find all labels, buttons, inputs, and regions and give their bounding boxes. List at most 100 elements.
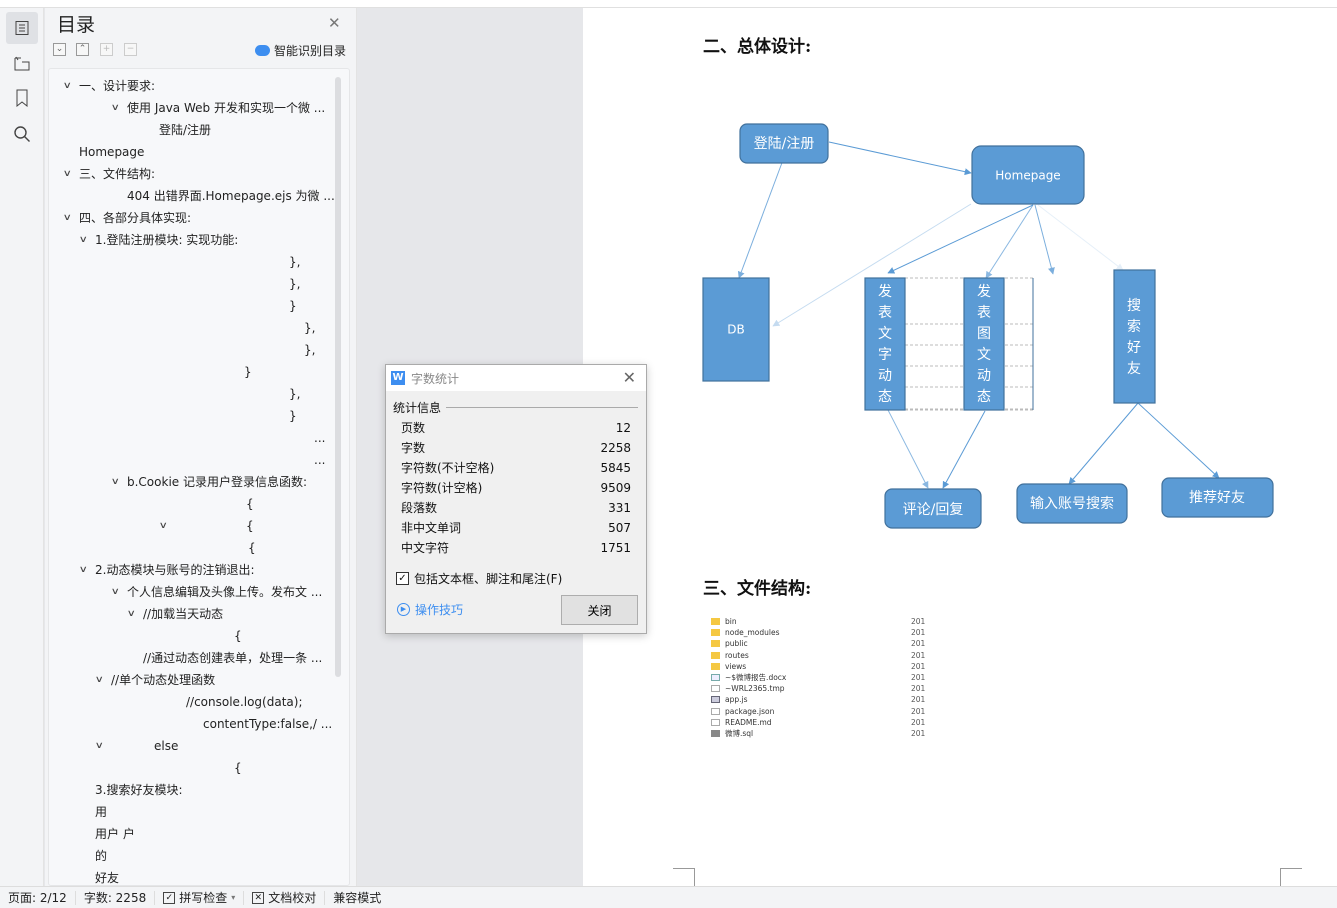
compat-mode-label: 兼容模式 — [333, 891, 382, 905]
stat-label: 字符数(计空格) — [401, 481, 483, 495]
dialog-titlebar[interactable]: W 字数统计 ✕ — [386, 365, 646, 391]
toc-item[interactable]: } — [289, 299, 297, 313]
spell-check-button[interactable]: ✓拼写检查▾ — [155, 890, 245, 905]
promote-button[interactable]: + — [100, 43, 113, 56]
toc-item[interactable]: 三、文件结构: — [79, 167, 156, 181]
collapse-all-button[interactable]: ⌃ — [76, 43, 89, 56]
arrow-connector — [828, 141, 972, 176]
folder-icon — [711, 662, 720, 670]
search-friend-char: 索 — [1127, 318, 1141, 335]
stat-label: 非中文单词 — [401, 521, 462, 535]
dialog-close-icon[interactable]: ✕ — [622, 368, 636, 387]
search-rail-button[interactable] — [6, 118, 38, 150]
chevron-down-icon[interactable]: ∨ — [110, 587, 120, 597]
toc-item[interactable]: //加载当天动态 — [143, 607, 224, 621]
bookmark-rail-button[interactable] — [6, 82, 38, 114]
post-text-char: 发 — [878, 284, 892, 300]
toc-item[interactable]: 2.动态模块与账号的注销退出: — [95, 563, 255, 577]
stat-value: 5845 — [600, 461, 631, 475]
toc-item[interactable]: //单个动态处理函数 — [111, 673, 216, 687]
stat-value: 331 — [608, 501, 631, 515]
chevron-down-icon[interactable]: ∨ — [62, 81, 72, 91]
tips-link[interactable]: ▶操作技巧 — [397, 601, 463, 618]
toc-scrollbar[interactable] — [335, 77, 341, 677]
proofread-button[interactable]: ✕文档校对 — [244, 890, 326, 905]
file-date: 201 — [911, 717, 926, 727]
folder-icon — [711, 640, 720, 648]
toc-rail-button[interactable] — [6, 12, 38, 44]
toc-item[interactable]: Homepage — [79, 145, 145, 159]
toc-item[interactable]: 好友 — [95, 871, 120, 885]
chevron-down-icon[interactable]: ∨ — [78, 235, 88, 245]
toc-item[interactable]: ... — [314, 431, 326, 445]
file-icon — [711, 685, 720, 693]
toc-icon — [15, 21, 29, 35]
toc-item[interactable]: 404 出错界面.Homepage.ejs 为微 ... — [127, 189, 335, 203]
toc-item[interactable]: //通过动态创建表单，处理一条 ... — [143, 651, 323, 665]
file-name: README.md — [725, 717, 772, 727]
toc-item[interactable]: 用 — [95, 805, 108, 819]
page-corner-mark — [1280, 868, 1302, 886]
toc-item[interactable]: }, — [289, 277, 301, 291]
toc-item[interactable]: }, — [289, 387, 301, 401]
chevron-down-icon[interactable]: ∨ — [110, 103, 120, 113]
toc-item[interactable]: } — [244, 365, 252, 379]
stat-label: 段落数 — [401, 501, 438, 515]
toc-item[interactable]: } — [289, 409, 297, 423]
toc-item[interactable]: }, — [304, 343, 316, 357]
page-indicator[interactable]: 页面: 2/12 — [0, 890, 76, 905]
toc-item[interactable]: }, — [304, 321, 316, 335]
toc-item[interactable]: //console.log(data); — [186, 695, 303, 709]
toc-item[interactable]: contentType:false,/ ... — [203, 717, 333, 731]
toc-item[interactable]: 用户 户 — [95, 827, 135, 841]
file-date: 201 — [911, 728, 926, 738]
file-name: app.js — [725, 695, 748, 705]
include-textbox-checkbox[interactable]: ✓包括文本框、脚注和尾注(F) — [396, 570, 562, 587]
nav-rail-button[interactable] — [6, 48, 38, 80]
toc-item[interactable]: { — [234, 629, 242, 643]
toc-item[interactable]: { — [246, 519, 254, 533]
toc-item[interactable]: 3.搜索好友模块: — [95, 783, 183, 797]
toc-item[interactable]: }, — [289, 255, 301, 269]
word-count-indicator[interactable]: 字数: 2258 — [76, 890, 156, 905]
demote-button[interactable]: − — [124, 43, 137, 56]
toc-item[interactable]: else — [154, 739, 179, 753]
post-text-char: 态 — [878, 389, 892, 405]
chevron-down-icon[interactable]: ∨ — [78, 565, 88, 575]
post-text-char: 表 — [878, 305, 892, 321]
file-date: 201 — [911, 673, 926, 683]
file-icon — [711, 718, 720, 726]
expand-all-button[interactable]: ⌄ — [53, 43, 66, 56]
toc-item[interactable]: 的 — [95, 849, 108, 863]
toc-item[interactable]: ... — [314, 453, 326, 467]
toc-item[interactable]: 个人信息编辑及头像上传。发布文 ... — [127, 585, 323, 599]
toc-item[interactable]: b.Cookie 记录用户登录信息函数: — [127, 475, 308, 489]
toc-item[interactable]: 使用 Java Web 开发和实现一个微 ... — [127, 101, 326, 115]
close-icon[interactable]: ✕ — [328, 14, 341, 32]
chevron-down-icon[interactable]: ∨ — [94, 675, 104, 685]
toc-item[interactable]: 四、各部分具体实现: — [79, 211, 192, 225]
toc-item[interactable]: 一、设计要求: — [79, 79, 156, 93]
toc-item[interactable]: { — [234, 761, 242, 775]
search-account-label: 输入账号搜索 — [1030, 495, 1114, 512]
chevron-down-icon[interactable]: ∨ — [126, 609, 136, 619]
arrow-connector — [887, 409, 929, 489]
chevron-down-icon[interactable]: ∨ — [158, 521, 168, 531]
toc-item[interactable]: 登陆/注册 — [159, 123, 212, 137]
close-button[interactable]: 关闭 — [561, 595, 638, 625]
toc-item[interactable]: 1.登陆注册模块: 实现功能: — [95, 233, 239, 247]
homepage-node — [971, 145, 1085, 205]
chevron-down-icon[interactable]: ∨ — [94, 741, 104, 751]
chevron-down-icon[interactable]: ∨ — [62, 169, 72, 179]
chevron-down-icon[interactable]: ∨ — [110, 477, 120, 487]
chevron-down-icon[interactable]: ∨ — [62, 213, 72, 223]
post-image-char: 表 — [977, 305, 991, 321]
smart-toc-button[interactable]: 智能识别目录 — [255, 42, 346, 59]
ai-icon — [255, 45, 270, 56]
toc-item[interactable]: { — [246, 497, 254, 511]
toc-item[interactable]: { — [248, 541, 256, 555]
